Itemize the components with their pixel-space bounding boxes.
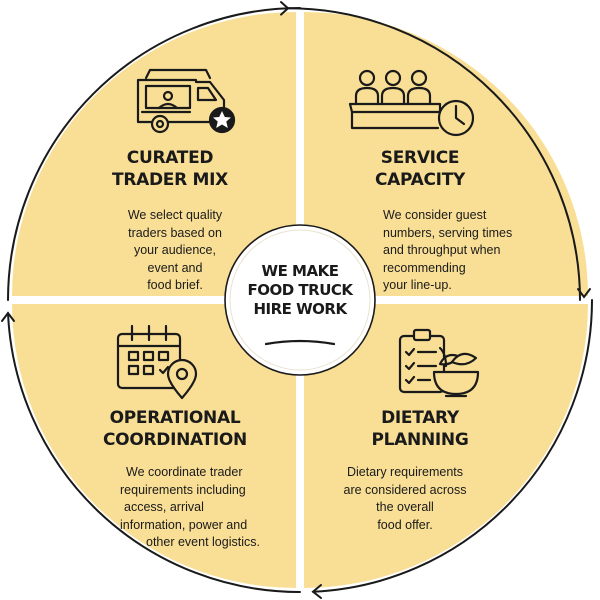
- center-heading-line-3: HIRE WORK: [253, 300, 347, 318]
- center-heading-line-1: WE MAKE: [261, 262, 339, 280]
- food-truck-icon: [136, 68, 236, 134]
- quadrant-bottom-left: [12, 304, 296, 588]
- service-capacity-title: SERVICE CAPACITY: [375, 148, 465, 190]
- cycle-arc-bottom: [312, 299, 593, 593]
- center-underline: [264, 339, 336, 346]
- operational-coordination-title: OPERATIONAL COORDINATION: [103, 408, 247, 450]
- arrowhead-top: [280, 1, 290, 16]
- dietary-planning-title: DIETARY PLANNING: [371, 408, 469, 450]
- arrowhead-right-down: [577, 288, 591, 299]
- service-queue-clock-icon: [348, 69, 475, 137]
- arrowhead-bottom: [311, 584, 322, 599]
- operational-coordination-description: We coordinate trader requirements includ…: [120, 465, 260, 549]
- curated-trader-mix-description: We select quality traders based on your …: [127, 208, 223, 292]
- cycle-arc-left: [7, 312, 301, 594]
- center-circle: [224, 224, 376, 376]
- quadrant-bottom-right: [304, 304, 588, 588]
- calendar-location-icon: [116, 324, 198, 400]
- curated-trader-mix-title: CURATED TRADER MIX: [112, 148, 228, 190]
- center-heading-line-2: FOOD TRUCK: [247, 281, 353, 299]
- dietary-planning-description: Dietary requirements are considered acro…: [343, 465, 467, 532]
- center-heading: WE MAKE FOOD TRUCK HIRE WORK: [232, 262, 368, 319]
- quadrant-top-right: [304, 12, 588, 296]
- quadrant-shapes: [12, 12, 588, 588]
- cycle-arc-top: [7, 7, 301, 301]
- quadrant-top-left: [12, 12, 296, 296]
- arrowhead-left: [1, 311, 15, 322]
- service-capacity-description: We consider guest numbers, serving times…: [383, 208, 513, 292]
- checklist-bowl-icon: [398, 328, 480, 398]
- cycle-arc-right: [286, 7, 581, 301]
